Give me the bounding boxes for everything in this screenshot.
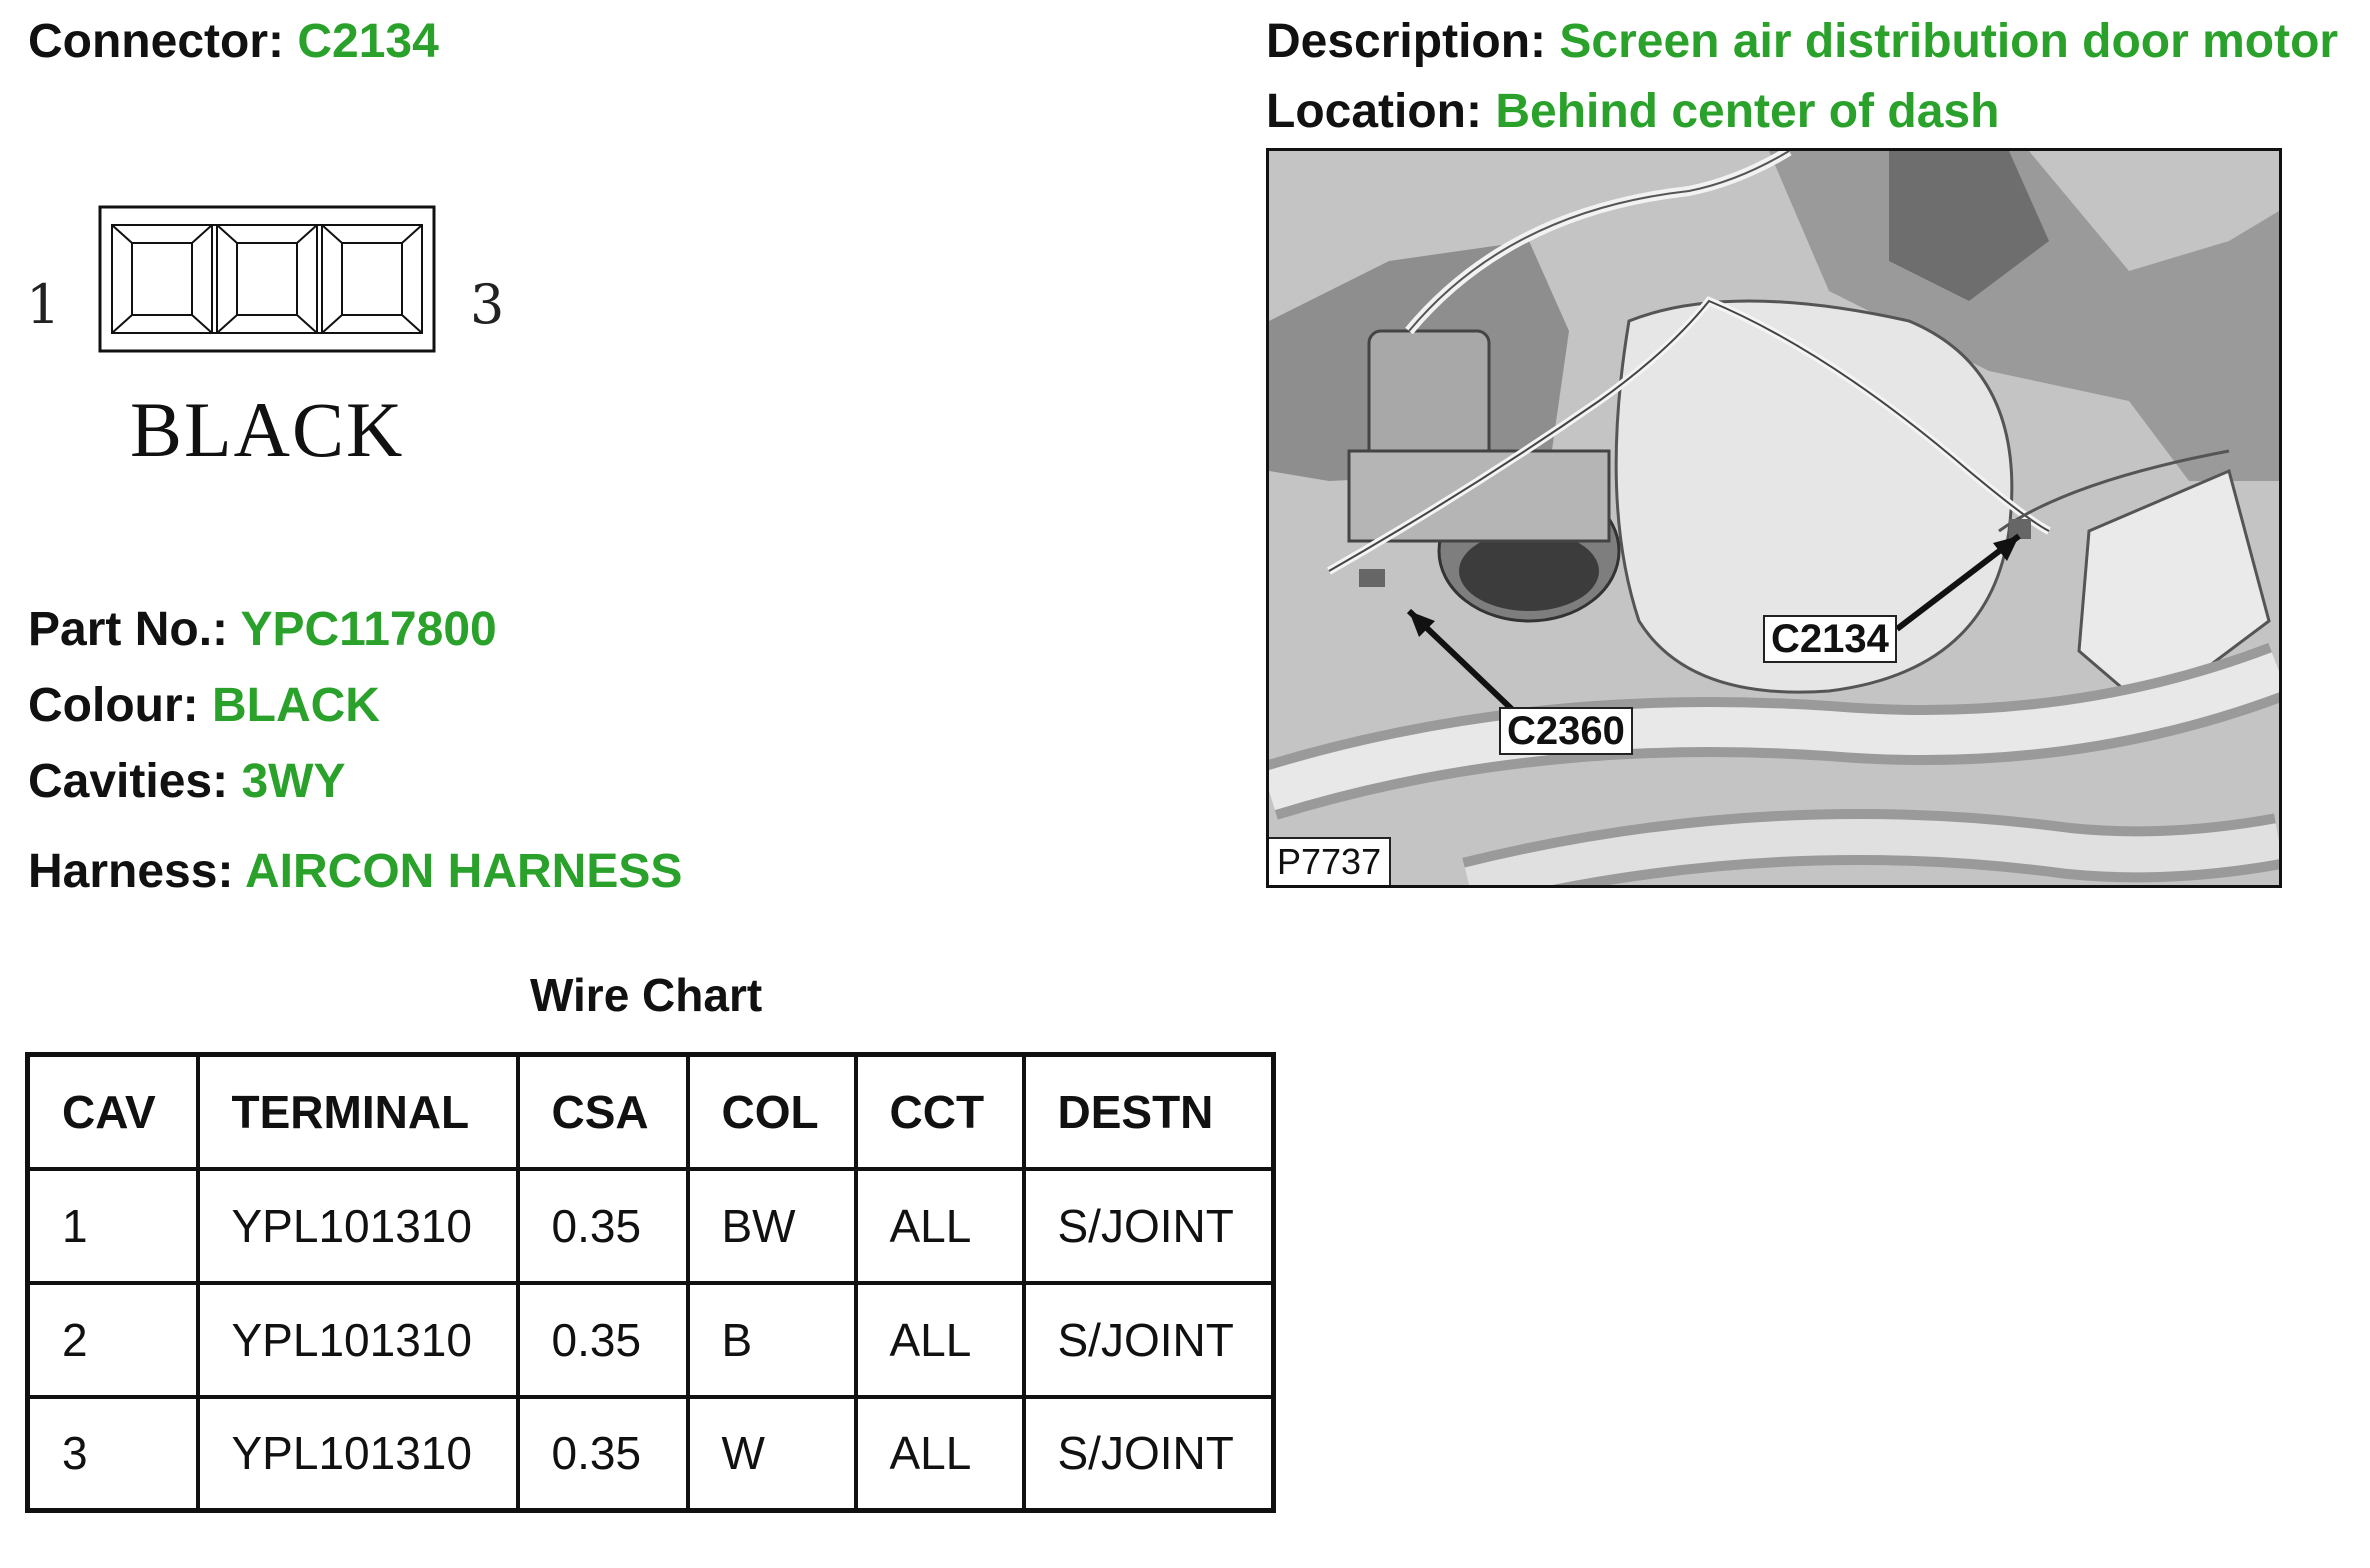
callout-c2134: C2134 [1763, 615, 1897, 663]
cavities-label: Cavities: [28, 755, 229, 808]
header-col: COL [685, 1052, 858, 1171]
colour-field: Colour: BLACK [28, 682, 380, 730]
cell-csa: 0.35 [515, 1280, 690, 1399]
cavities-field: Cavities: 3WY [28, 758, 345, 806]
dashboard-illustration [1269, 151, 2279, 885]
cell-col: W [685, 1394, 858, 1513]
table-row: 1 YPL101310 0.35 BW ALL S/JOINT [25, 1166, 1276, 1285]
colour-value: BLACK [211, 679, 380, 732]
header-csa: CSA [515, 1052, 690, 1171]
cell-col: B [685, 1280, 858, 1399]
part-no-value: YPC117800 [240, 603, 497, 656]
table-header-row: CAV TERMINAL CSA COL CCT DESTN [25, 1052, 1276, 1171]
description-value: Screen air distribution door motor [1559, 15, 2339, 68]
callout-c2360: C2360 [1499, 707, 1633, 755]
description-field: Description: Screen air distribution doo… [1266, 18, 2338, 66]
connector-value: C2134 [297, 15, 439, 68]
harness-field: Harness: AIRCON HARNESS [28, 848, 682, 896]
cell-cct: ALL [853, 1394, 1026, 1513]
location-field: Location: Behind center of dash [1266, 88, 1999, 136]
location-value: Behind center of dash [1495, 85, 2000, 138]
cell-col: BW [685, 1166, 858, 1285]
harness-label: Harness: [28, 845, 234, 898]
table-row: 2 YPL101310 0.35 B ALL S/JOINT [25, 1280, 1276, 1399]
table-row: 3 YPL101310 0.35 W ALL S/JOINT [25, 1394, 1276, 1513]
photo-reference: P7737 [1269, 837, 1392, 885]
cell-cct: ALL [853, 1280, 1026, 1399]
cell-cct: ALL [853, 1166, 1026, 1285]
connector-color-text: BLACK [130, 386, 405, 473]
connector-label: Connector: [28, 15, 284, 68]
header-cav: CAV [25, 1052, 200, 1171]
cavities-value: 3WY [241, 755, 346, 808]
part-no-label: Part No.: [28, 603, 229, 656]
part-no-field: Part No.: YPC117800 [28, 606, 497, 654]
wire-chart-table: CAV TERMINAL CSA COL CCT DESTN 1 YPL1013… [25, 1052, 1276, 1513]
cell-cav: 2 [25, 1280, 200, 1399]
colour-label: Colour: [28, 679, 199, 732]
pin-label-first: 1 [26, 273, 61, 336]
cell-terminal: YPL101310 [195, 1166, 520, 1285]
cell-terminal: YPL101310 [195, 1394, 520, 1513]
pin-label-last: 3 [470, 273, 505, 336]
cell-destn: S/JOINT [1021, 1280, 1276, 1399]
cell-destn: S/JOINT [1021, 1394, 1276, 1513]
header-terminal: TERMINAL [195, 1052, 520, 1171]
cell-csa: 0.35 [515, 1394, 690, 1513]
harness-value: AIRCON HARNESS [245, 845, 683, 898]
connector-field: Connector: C2134 [28, 18, 439, 66]
cell-terminal: YPL101310 [195, 1280, 520, 1399]
cell-cav: 3 [25, 1394, 200, 1513]
cell-cav: 1 [25, 1166, 200, 1285]
location-label: Location: [1266, 85, 1482, 138]
header-destn: DESTN [1021, 1052, 1276, 1171]
cell-csa: 0.35 [515, 1166, 690, 1285]
cell-destn: S/JOINT [1021, 1166, 1276, 1285]
description-label: Description: [1266, 15, 1547, 68]
connector-face-icon [98, 205, 436, 353]
connector-diagram: 1 3 BLACK [20, 195, 540, 485]
wire-chart-title: Wire Chart [530, 969, 763, 1021]
header-cct: CCT [853, 1052, 1026, 1171]
location-photo: C2134 C2360 P7737 [1266, 148, 2282, 888]
